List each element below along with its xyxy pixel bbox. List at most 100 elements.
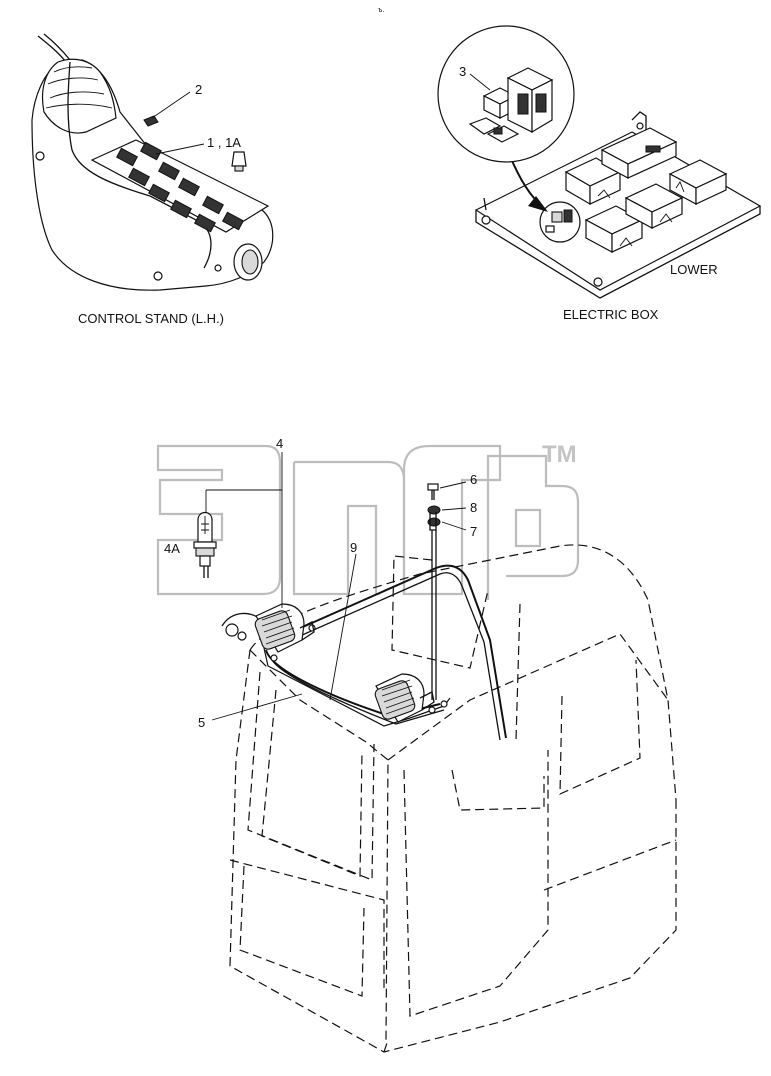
washer-7 [427,517,441,527]
relay-small [551,211,563,223]
plate-bolt [636,122,644,130]
boot-fold [53,66,93,73]
relay-pad-a [468,117,502,135]
work-lamp-left [254,603,315,653]
leader-7 [441,521,467,531]
washer-8 [427,505,441,515]
leader-5 [211,693,303,721]
relay-pad [545,225,555,233]
harness-wire [295,564,507,739]
cab-pillar-mid [515,603,521,741]
harness-connector [237,631,247,641]
cab-lower-frame [229,859,385,990]
joystick-boot [41,58,117,134]
bolt-6-shank [431,490,435,500]
cab-side-rail [543,839,677,891]
callout-4: 4 [276,436,283,451]
watermark-glyph [486,454,580,600]
relay-socket [563,209,573,223]
cab-door [403,750,549,1017]
box-plate-edge [475,206,761,299]
harness-connector [225,623,239,637]
cable [43,33,71,61]
switch [202,195,224,215]
watermark-glyph [292,462,380,596]
watermark-glyph [156,444,282,596]
mount-hole [214,264,222,272]
callout-2: 2 [195,82,202,97]
wire-harness [67,61,212,269]
header-mark: ъ. [378,7,384,14]
leader-3 [469,73,491,91]
callout-7: 7 [470,524,477,539]
callout-9: 9 [350,540,357,555]
cable [37,35,67,63]
electric-box-illustration [474,111,762,299]
callout-4a: 4A [164,541,180,556]
bracket-bolt [428,706,436,714]
watermark-glyph [514,508,542,548]
boot-fold [45,103,113,109]
callout-3: 3 [459,64,466,79]
switch [194,213,216,233]
bracket-bolt [440,700,448,708]
side-knob-face [241,249,259,275]
cab-front-window-inner [261,689,363,877]
leader-2 [151,91,191,119]
cab-door-line [451,769,545,811]
leader-6 [439,481,467,489]
switch [140,141,162,161]
watermark-tm: TM [542,441,577,468]
switch [148,183,170,203]
cab-lower-panel [239,865,365,997]
callout-1-1a: 1 , 1A [207,135,241,150]
caption-control-stand: CONTROL STAND (L.H.) [78,311,224,326]
plate-flange [483,111,647,211]
bulb-1a-base [234,165,244,172]
mount-hole [153,271,163,281]
callout-6: 6 [470,472,477,487]
mount-hole [35,151,45,161]
callout-5: 5 [198,715,205,730]
switch [170,199,192,219]
switch [116,147,138,167]
caption-lower: LOWER [670,262,718,277]
relay [624,183,684,230]
watermark-logo: TM [156,441,580,600]
cab-rear-window [391,555,489,669]
callout-8: 8 [470,500,477,515]
control-stand-illustration [31,33,274,291]
bolt-6-head [427,483,439,491]
bolt-washer-set [427,483,441,700]
harness-wire-inner [299,572,501,741]
cab-side-window [559,659,641,795]
relay [668,159,728,206]
boot-fold [49,91,105,99]
work-lamp-right [374,673,435,723]
cab-side [229,649,677,1053]
plate-bolt [593,277,603,287]
leader-1 [155,143,205,155]
switch [128,167,150,187]
cab-base-corner [383,1039,389,1053]
cab-front-pillar [249,649,389,1041]
boot-fold [47,77,99,85]
cab-roof-edge [387,633,669,761]
watermark-glyph [402,444,502,596]
bulb-4a-icon [193,511,217,578]
switch [222,211,244,231]
relay-detail-circle [437,25,575,163]
bulb-1a-icon [231,151,247,167]
part-2-plug [143,115,159,127]
switch [178,177,200,197]
washer-guide [429,512,437,531]
zoom-arrowhead [528,196,548,212]
bracket-rail-inner [271,659,445,725]
switch [158,161,180,181]
plate-bolt [481,215,491,225]
caption-electric-box: ELECTRIC BOX [563,307,659,322]
bracket-bolt [270,654,278,662]
work-light-harness [221,564,507,741]
